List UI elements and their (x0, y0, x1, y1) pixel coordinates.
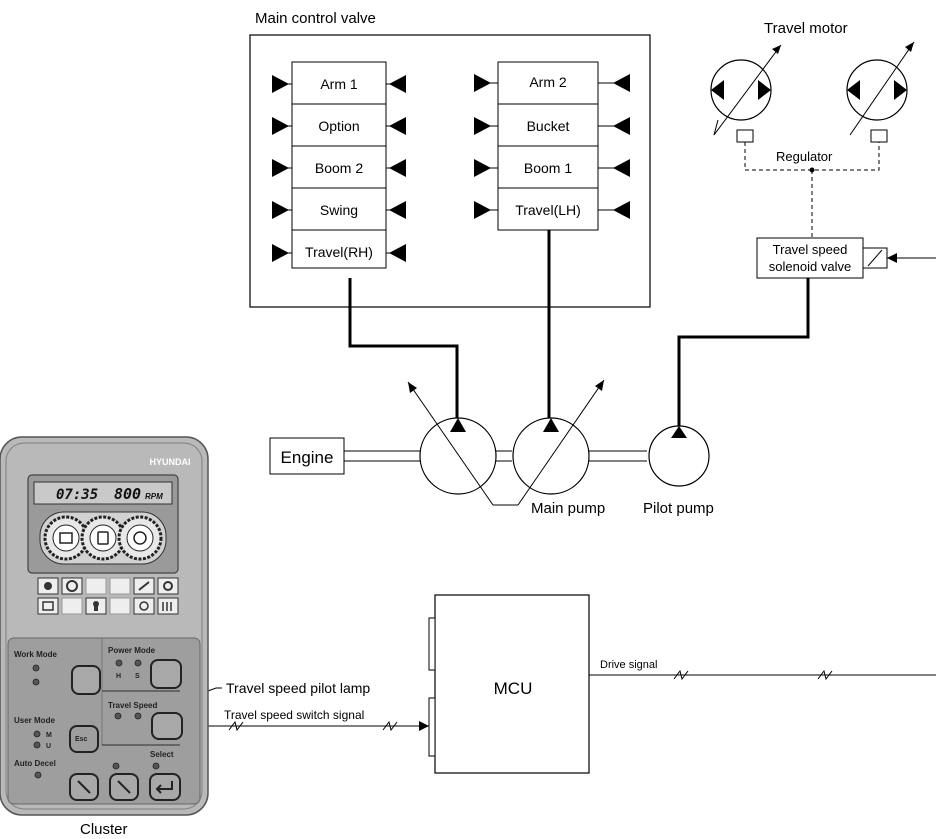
travel-motor-label: Travel motor (764, 20, 848, 37)
pilot-lamp-label: Travel speed pilot lamp (226, 680, 370, 696)
enter-icon (155, 781, 173, 794)
spool-boom2: Boom 2 (315, 160, 363, 176)
right-spool-column: Arm 2 Bucket Boom 1 Travel(LH) (474, 61, 630, 231)
select-down-button[interactable] (109, 773, 139, 801)
spool-travel-lh: Travel(LH) (515, 202, 581, 218)
spool-option: Option (318, 118, 359, 134)
power-mode-button[interactable] (150, 659, 182, 689)
power-h-label: H (116, 673, 121, 680)
pilot-pump (648, 425, 710, 487)
fuel-icon (97, 531, 109, 545)
valve-housing (249, 34, 651, 308)
warning-lamps (37, 577, 179, 615)
cluster-gauges (39, 511, 167, 565)
spool-travel-rh: Travel(RH) (305, 244, 373, 260)
drive-signal-label: Drive signal (600, 659, 657, 671)
cluster-brand: HYUNDAI (149, 457, 190, 467)
valve-title: Main control valve (255, 10, 376, 27)
right-spool-pilot-arrows (474, 74, 630, 219)
drive-shaft (344, 450, 647, 462)
solenoid-valve-box (756, 237, 864, 279)
hydraulic-lines (348, 230, 810, 426)
travel-motor-left (710, 44, 782, 143)
cluster-label: Cluster (80, 821, 128, 838)
mcu-connector-2 (428, 697, 436, 757)
main-pump-1 (407, 381, 497, 506)
power-s-label: S (135, 673, 140, 680)
work-mode-button[interactable] (71, 665, 101, 695)
cluster-panel: HYUNDAI 07:35 800 RPM (0, 436, 209, 816)
enter-button[interactable] (149, 773, 181, 801)
main-pump-label: Main pump (531, 500, 605, 517)
regulator-label: Regulator (776, 149, 833, 164)
spool-swing: Swing (320, 202, 358, 218)
temperature-icon (59, 532, 73, 544)
power-mode-label: Power Mode (108, 646, 156, 655)
esc-label: Esc (75, 736, 88, 743)
user-mode-label: User Mode (14, 716, 55, 725)
left-spool-pilot-arrows (272, 75, 406, 262)
mcu-label: MCU (494, 679, 533, 698)
work-mode-label: Work Mode (14, 650, 58, 659)
user-u-label: U (46, 743, 51, 750)
esc-button[interactable] (69, 725, 99, 753)
hydraulic-oil-icon (133, 531, 147, 545)
solenoid-label-2: solenoid valve (769, 259, 851, 274)
auto-decel-button[interactable] (69, 773, 99, 801)
cluster-rpm: 800 (114, 485, 141, 503)
cluster-clock: 07:35 (56, 487, 98, 503)
engine-box (269, 437, 345, 475)
engine-label: Engine (281, 448, 334, 467)
select-label: Select (150, 750, 174, 759)
left-spool-body (291, 61, 387, 269)
auto-decel-icon (77, 780, 91, 794)
switch-signal-label: Travel speed switch signal (224, 708, 364, 722)
travel-motor-right (846, 41, 915, 143)
cluster-leds (32, 659, 160, 779)
arrow-icon (117, 780, 131, 794)
mcu-box (434, 594, 590, 774)
travel-speed-button[interactable] (151, 712, 183, 740)
spool-bucket: Bucket (527, 118, 570, 134)
auto-decel-label: Auto Decel (14, 759, 56, 768)
solenoid-label-1: Travel speed (773, 242, 848, 257)
spool-arm1: Arm 1 (320, 76, 358, 92)
travel-speed-label: Travel Speed (108, 701, 157, 710)
mcu-connector-1 (428, 617, 436, 671)
cluster-rpm-unit: RPM (145, 492, 163, 501)
spool-arm2: Arm 2 (529, 74, 567, 90)
main-pump-2 (512, 379, 605, 506)
left-spool-column: Arm 1 Option Boom 2 Swing Travel(RH) (272, 61, 406, 269)
pilot-pump-label: Pilot pump (643, 500, 714, 517)
user-m-label: M (46, 732, 52, 739)
spool-boom1: Boom 1 (524, 160, 572, 176)
